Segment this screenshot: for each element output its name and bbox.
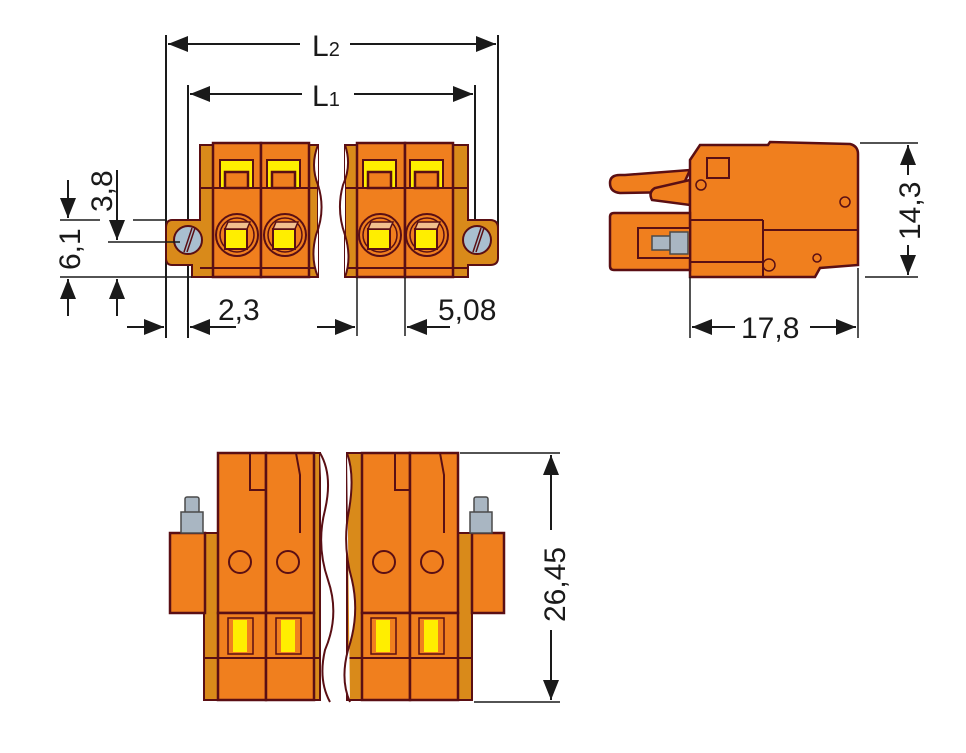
latch-outline [295, 452, 301, 533]
dim-label-pitch: 5,08 [438, 294, 496, 327]
flange-screw-top-right [473, 496, 489, 514]
test-opening-2 [276, 550, 300, 574]
screw-slot [472, 227, 482, 253]
clamp-top [223, 221, 252, 230]
actuator-slot [223, 170, 250, 190]
dim-label-flange-offset: 2,3 [218, 294, 260, 327]
actuator-frame [418, 617, 445, 655]
flange-screw-top-left [184, 496, 200, 514]
top-actuator-4 [424, 620, 438, 652]
dimension-L2: L2 [168, 30, 496, 63]
top-actuator-2 [281, 620, 295, 652]
wire-entry-ring [267, 217, 303, 253]
dim-label-top-length: 26,45 [539, 547, 572, 622]
test-opening-3 [372, 550, 396, 574]
screw-thread [669, 231, 689, 255]
release-window [706, 157, 730, 179]
screw-slot [475, 227, 485, 253]
wire-entry-ring [409, 217, 445, 253]
clamp-top [366, 221, 395, 230]
dim-label-side-depth: 17,8 [741, 312, 799, 345]
dim-label-height-screw: 3,8 [86, 170, 119, 212]
top-actuator-1 [233, 620, 247, 652]
screw-thread [469, 511, 493, 534]
screw-slot [186, 227, 196, 253]
rivet [695, 179, 707, 191]
clamp-spring [367, 228, 391, 250]
break-line-left [312, 144, 323, 278]
side-view: 14,3 17,8 [608, 140, 927, 345]
top-pole-3 [360, 451, 412, 615]
dimension-pitch: 5,08 [317, 277, 496, 336]
top-actuator-3 [376, 620, 390, 652]
clamp-top [271, 221, 300, 230]
dimension-top-length: 26,45 [460, 452, 572, 703]
dim-label-side-height: 14,3 [894, 182, 927, 240]
latch-outline [394, 453, 410, 491]
actuator-slot [413, 170, 440, 190]
flange-right [470, 531, 506, 615]
latch-outline [249, 453, 266, 491]
clamp-spring [224, 228, 248, 250]
top-break-line-right [343, 452, 357, 703]
clamp-spring [272, 228, 296, 250]
flange-left [168, 531, 207, 615]
rivet [812, 253, 822, 263]
clamp-spring [414, 228, 438, 250]
break-line-right [339, 144, 350, 278]
latch-tab [649, 178, 692, 207]
test-opening-1 [228, 550, 252, 574]
rivet [839, 196, 851, 208]
front-view: L2 L1 [54, 30, 499, 338]
dimension-side-height: 14,3 [860, 142, 927, 278]
screw-thread [180, 511, 204, 534]
top-view: 26,45 [168, 451, 572, 703]
clamp-top [413, 221, 442, 230]
dimension-height-6-1: 6,1 [54, 180, 192, 316]
top-break-line-left [319, 452, 335, 703]
screw-slot [183, 227, 193, 253]
front-connector-right [339, 141, 499, 279]
front-connector-left [165, 141, 323, 279]
actuator-frame [370, 617, 397, 655]
dimension-flange-offset: 2,3 [127, 294, 260, 335]
dim-label-L2: L2 [312, 30, 340, 63]
top-pole-2 [264, 451, 316, 615]
actuator-slot [270, 170, 297, 190]
latch-outline [439, 452, 445, 533]
actuator-frame [275, 617, 302, 655]
dimension-height-3-8: 3,8 [86, 170, 180, 316]
actuator-frame [227, 617, 254, 655]
dimension-side-depth: 17,8 [689, 268, 859, 345]
top-pole-4 [408, 451, 460, 615]
top-pole-1 [216, 451, 268, 615]
wire-entry-ring [362, 217, 398, 253]
test-opening-4 [420, 550, 444, 574]
dim-label-L1: L1 [312, 80, 340, 113]
dimension-L1: L1 [190, 80, 473, 113]
wire-entry-ring [219, 217, 255, 253]
actuator-slot [366, 170, 393, 190]
dim-label-height-total: 6,1 [54, 228, 87, 270]
flange-screw-side [651, 235, 673, 251]
side-housing [688, 140, 860, 279]
